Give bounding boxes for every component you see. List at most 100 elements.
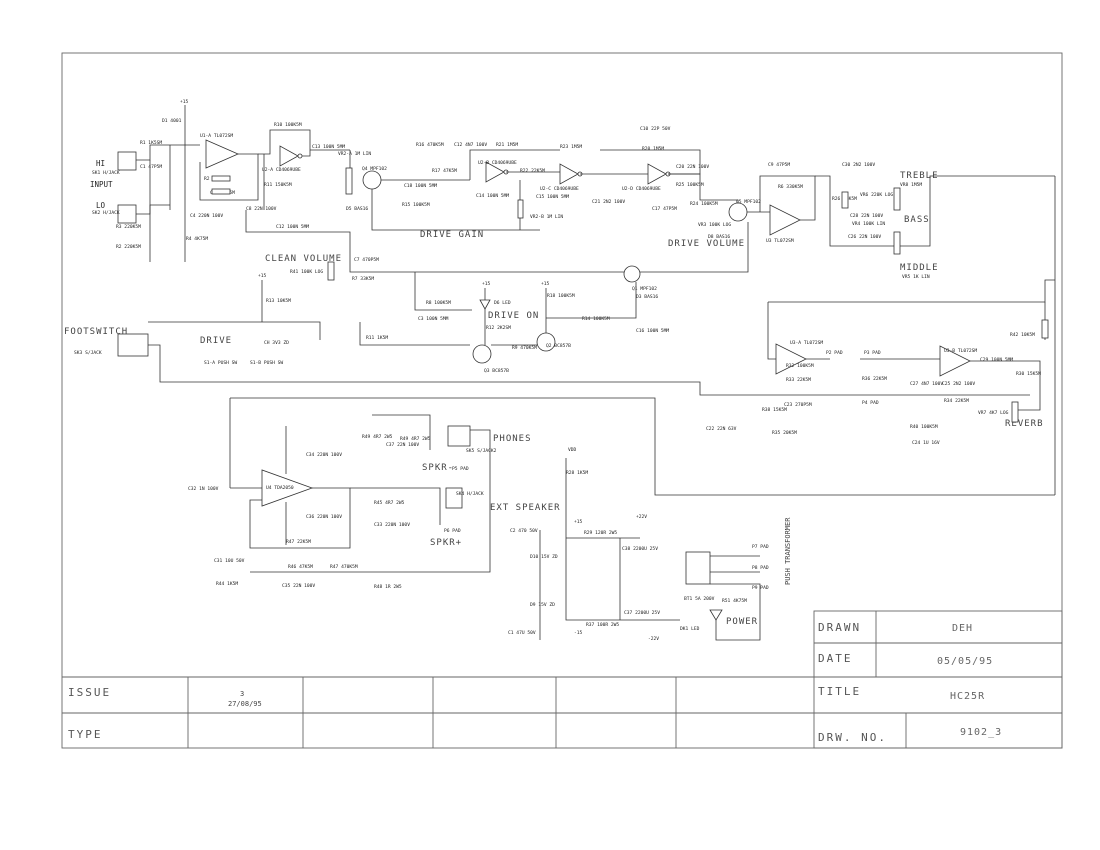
c18-label: C18 100N 5MM xyxy=(404,183,437,189)
r51-label: R51 4K75M xyxy=(722,598,747,604)
p3-label: P3 PAD xyxy=(864,350,881,356)
spkr-jack xyxy=(445,487,463,509)
c1-label: C1 47P5M xyxy=(140,164,162,170)
vr3-label: VR3 100K LOG xyxy=(698,222,731,228)
r44-label: R44 1K5M xyxy=(216,581,238,587)
tone-stack: U3 TL072SM C9 47P5M R6 330K5M C30 2N2 10… xyxy=(747,162,1056,495)
q1-transistor xyxy=(623,265,641,283)
r32-label: R32 100K5M xyxy=(786,363,814,369)
r16-label: R16 470K5M xyxy=(416,142,444,148)
title-value: HC25R xyxy=(950,691,985,702)
c32-label: C32 1N 100V xyxy=(188,486,219,492)
plus15-label-4: +15 xyxy=(541,281,550,287)
label-push-transformer: PUSH TRANSFORMER xyxy=(784,517,792,585)
drive-on-led xyxy=(479,299,491,310)
q3-transistor xyxy=(472,344,492,364)
r14-label: R14 100K5M xyxy=(582,316,610,322)
sk5-label: SK5 S/JACK2 xyxy=(466,448,497,454)
type-label: TYPE xyxy=(68,728,103,741)
u2a-inverter: R10 100K5M U2-A CD4069UBE R11 150K5M C8 … xyxy=(246,122,350,212)
c27-label: C27 4N7 100V xyxy=(910,381,943,387)
q5-label: Q5 MPF102 xyxy=(736,199,761,205)
r40-label: R40 100K5M xyxy=(910,424,938,430)
u3a-label: U3-A TL072SM xyxy=(790,340,823,346)
u2b-label: U2-B CD4069UBE xyxy=(478,160,517,166)
r49b-label: R49 4R7 2W5 xyxy=(400,436,431,442)
r41-label: R41 100K LOG xyxy=(290,269,323,275)
r23-label: R23 1M5M xyxy=(560,144,582,150)
drive-gain-stage: C13 100N 5MM VR2-A 1M LIN Q4 MPF102 D5 B… xyxy=(312,126,761,249)
dk-label: DK1 LED xyxy=(680,626,700,632)
power-amp-section: U4 TDA2050 C34 220N 100V C36 220N 100V C… xyxy=(188,397,1055,590)
bridge-rectifier xyxy=(685,551,711,585)
drive-on-driver: +15 D6 LED DRIVE ON R8 100K5M C3 100N 5M… xyxy=(414,265,669,374)
vr7-label: VR7 4K7 LOG xyxy=(978,410,1009,416)
sk1-label: SK1 H/JACK xyxy=(92,170,120,176)
c24-label: C24 1U 16V xyxy=(912,440,940,446)
c3-label: C3 100N 5MM xyxy=(418,316,449,322)
r9-label: R9 470K5M xyxy=(512,345,537,351)
r37-label: R37 100R 2W5 xyxy=(586,622,619,628)
c38-label: C38 2200U 25V xyxy=(622,546,658,552)
label-footswitch: FOOTSWITCH xyxy=(64,327,128,337)
label-clean-volume: CLEAN VOLUME xyxy=(265,254,342,264)
d6-label: D6 LED xyxy=(494,300,511,306)
c37b-label: C37 2200U 25V xyxy=(624,610,660,616)
u3-label: U3 TL072SM xyxy=(766,238,794,244)
c1b-label: C1 47U 50V xyxy=(508,630,536,636)
vr5-label: VR5 1K LIN xyxy=(902,274,930,280)
footswitch-section: FOOTSWITCH SK3 S/JACK DRIVE S1-A PUSH SW… xyxy=(64,280,1030,396)
c10-label: C10 22P 50V xyxy=(640,126,671,132)
input-jack-hi xyxy=(117,151,137,171)
u1a-opamp: U1-A TL072SM R2 22K5M C5 270P5M C4 220N … xyxy=(186,133,259,242)
vr6-label: VR6 220K LOG xyxy=(860,192,893,198)
c16-label: C16 100N 5MM xyxy=(636,328,669,334)
d8-label: D8 BAS16 xyxy=(708,234,730,240)
r42-label: R42 10K5M xyxy=(1010,332,1035,338)
q3-label: Q3 BC857B xyxy=(484,368,509,374)
r49-label: R49 4R7 2W5 xyxy=(362,434,393,440)
c22-label: C22 22N 63V xyxy=(706,426,737,432)
vr2b-label: VR2-B 1M LIN xyxy=(530,214,563,220)
c29-label: C29 100N 5MM xyxy=(980,357,1013,363)
label-lo: LO xyxy=(96,201,106,210)
q1-label: Q1 MPF102 xyxy=(632,286,657,292)
issue-label: ISSUE xyxy=(68,686,111,699)
r46-label: R46 47K5M xyxy=(288,564,313,570)
q5-transistor xyxy=(728,202,748,222)
q4-transistor xyxy=(362,170,382,190)
c4-label: C4 220N 100V xyxy=(190,213,223,219)
input-jack-lo xyxy=(117,204,137,224)
c36-label: C36 220N 100V xyxy=(306,514,342,520)
u3b-label: U3-B TL072SM xyxy=(944,348,977,354)
c26-label: C26 22N 100V xyxy=(848,234,881,240)
drw-no-label: DRW. NO. xyxy=(818,731,887,744)
u2a-label: U2-A CD4069UBE xyxy=(262,167,301,173)
r20-label: R20 1M5M xyxy=(642,146,664,152)
c23-label: C23 270P5M xyxy=(784,402,812,408)
u1a-label: U1-A TL072SM xyxy=(200,133,233,139)
c35-label: C35 22N 100V xyxy=(282,583,315,589)
r1-label: R1 1K5SM xyxy=(140,140,162,146)
minus15-label: -15 xyxy=(574,630,583,636)
plus15-label-1: +15 xyxy=(180,99,189,105)
label-treble: TREBLE xyxy=(900,171,939,181)
d1-label: D1 4001 xyxy=(162,118,182,124)
drawn-value: DEH xyxy=(952,623,973,634)
date-label: DATE xyxy=(818,652,853,665)
vr8-label: VR8 1M5M xyxy=(900,182,922,188)
c30-label: C30 2N2 100V xyxy=(842,162,875,168)
plus15-label-2: +15 xyxy=(258,273,267,279)
sk2-label: SK2 H/JACK xyxy=(92,210,120,216)
d9-label: D9 15V ZD xyxy=(530,602,555,608)
c14-label: C14 100N 5MM xyxy=(476,193,509,199)
u2d-label: U2-D CD4069UBE xyxy=(622,186,661,192)
label-ext-speaker: EXT SPEAKER xyxy=(490,503,561,513)
c9-label: C9 47P5M xyxy=(768,162,790,168)
drw-no-value: 9102_3 xyxy=(960,727,1002,738)
phones-jack xyxy=(447,425,471,447)
r8-label: R8 100K5M xyxy=(426,300,451,306)
c8-label: C8 22N 100V xyxy=(246,206,277,212)
label-spkr-minus: SPKR- xyxy=(422,463,454,473)
label-phones: PHONES xyxy=(493,434,532,444)
